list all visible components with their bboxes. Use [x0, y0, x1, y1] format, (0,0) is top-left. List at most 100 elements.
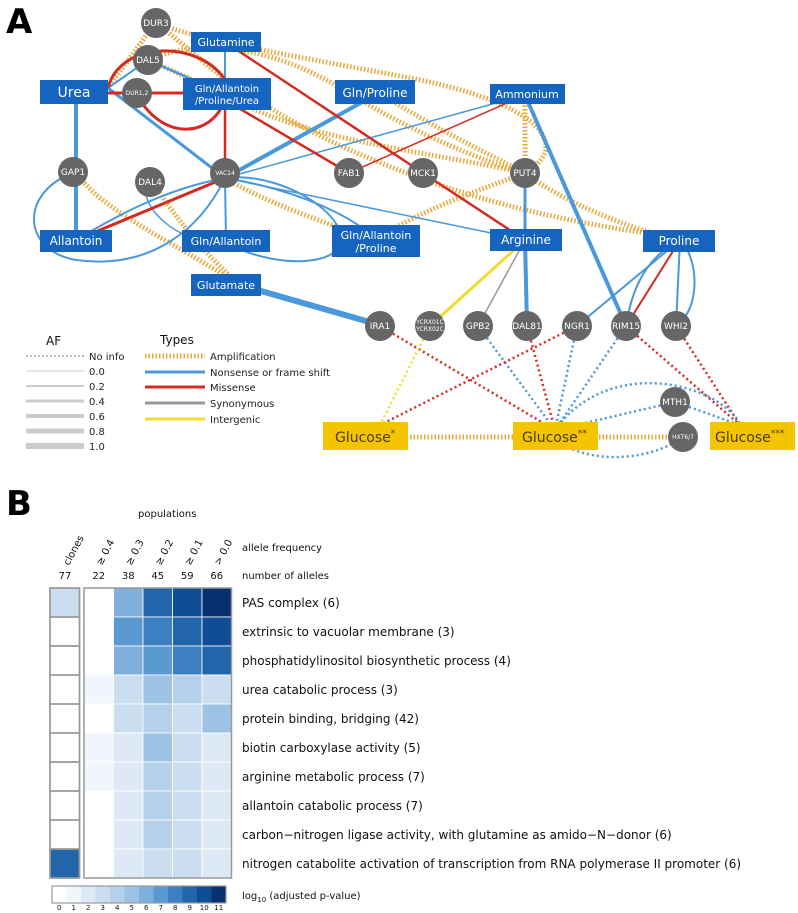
heatmap-cell	[113, 645, 144, 676]
glucose-label-3: Glucose***	[715, 429, 785, 446]
edge-proline-rim15	[625, 239, 681, 327]
edge-dur3-proline	[154, 20, 701, 243]
gene-node-fab1	[334, 158, 364, 188]
heatmap-cell	[142, 790, 173, 821]
gene-node-mck1	[408, 158, 438, 188]
gene-label-mck1: MCK1	[410, 169, 436, 179]
colorbar-tick-label: 11	[214, 904, 223, 912]
panel-a-letter: A	[6, 2, 33, 42]
colorbar-swatch	[139, 886, 154, 903]
legend-af-label-04: 0.4	[89, 397, 105, 408]
gene-label-whi2: WHI2	[664, 322, 688, 332]
legend-af-label-02: 0.2	[89, 382, 105, 393]
edge-glucose2-hxt67	[554, 436, 684, 459]
gene-node-dur3	[141, 8, 171, 38]
edge-gap1-glutamate	[73, 170, 242, 288]
colorbar-tick-label: 0	[57, 904, 61, 912]
gene-label-dal4: DAL4	[138, 178, 162, 188]
gene-node-vac14	[210, 158, 240, 188]
gene-label-rim15: RIM15	[612, 322, 640, 332]
colorbar-border	[51, 885, 227, 904]
gene-node-dal4	[135, 167, 165, 197]
gene-label-gap1: GAP1	[61, 168, 85, 178]
edge-ammonium-rim15	[523, 94, 628, 327]
box-urea	[40, 80, 108, 104]
box-urea-label: Urea	[58, 85, 91, 101]
heatmap-cell	[142, 703, 173, 734]
glucose-label-1: Glucose*	[335, 429, 396, 446]
heatmap-row-label: PAS complex (6)	[242, 596, 340, 610]
gene-node-put4	[510, 158, 540, 188]
gene-node-ira1	[365, 311, 395, 341]
colorbar-swatch	[211, 886, 226, 903]
edge-proline-ngr1	[576, 239, 681, 327]
box-gln-allantoin-proline	[332, 225, 420, 257]
legend-types-title: Types	[159, 333, 194, 347]
legend-types: Types Amplification Nonsense or frame sh…	[145, 333, 330, 426]
heatmap-cell	[201, 616, 232, 647]
heatmap-cell	[49, 819, 80, 850]
legend-af-label-noinfo: No info	[89, 352, 125, 363]
edge-rim15-glucose2	[553, 325, 628, 431]
colorbar-swatch	[124, 886, 139, 903]
heatmap-cell	[201, 790, 232, 821]
gene-label-dal81: DAL81	[512, 322, 541, 332]
heatmap-border	[49, 848, 81, 879]
allele-frequency-label: allele frequency	[242, 543, 322, 554]
heatmap-border	[83, 587, 233, 879]
gene-label-gpb2: GPB2	[466, 322, 490, 332]
edge-glucose2-glucose3-arc	[553, 381, 742, 431]
heatmap-cell	[113, 703, 144, 734]
edge-dur12-glnurea-arc	[134, 92, 227, 131]
heatmap-cell	[142, 761, 173, 792]
population-header: ≥ 0.3	[124, 538, 147, 567]
heatmap-cell	[201, 703, 232, 734]
colorbar	[51, 885, 227, 904]
heatmap-cell	[201, 732, 232, 763]
heatmap-row-label: biotin carboxylase activity (5)	[242, 741, 421, 755]
gene-node-hxt67	[668, 422, 698, 452]
box-gln-allantoin-label: Gln/Allantoin	[191, 235, 262, 248]
box-glutamate	[191, 274, 261, 296]
edge-mck1-arginine	[422, 171, 526, 242]
number-of-alleles-label: number of alleles	[242, 571, 329, 582]
heatmap-cell	[201, 645, 232, 676]
gene-node-gap1	[58, 157, 88, 187]
box-proline	[643, 230, 715, 252]
edge-rim15-glucose3	[625, 325, 741, 426]
gene-label-vac14: VAC14	[215, 170, 235, 177]
gene-label-ycr-2: YCRX02C	[415, 326, 444, 333]
box-proline-label: Proline	[659, 234, 700, 248]
colorbar-swatch	[81, 886, 96, 903]
heatmap-cell	[49, 703, 80, 734]
edge-vac14-allantoin-red	[75, 176, 226, 242]
legend-af: AF No info 0.0 0.2 0.4 0.6 0.8 1.0	[26, 334, 125, 453]
heatmap-cell	[113, 819, 144, 850]
glucose-box-2	[513, 422, 598, 450]
box-glutamate-label: Glutamate	[197, 279, 255, 292]
colorbar-swatch	[110, 886, 125, 903]
heatmap-cell	[172, 645, 203, 676]
edge-glutamine-mck1	[224, 40, 424, 175]
edge-ammonium-vac14	[224, 94, 526, 179]
edge-ycr-glucose1	[378, 325, 432, 426]
heatmap-cell	[49, 616, 80, 647]
population-header: ≥ 0.1	[183, 538, 206, 567]
glucose-box-1	[323, 422, 408, 450]
heatmap-cell	[83, 674, 114, 705]
population-header: ≥ 0.4	[95, 538, 118, 567]
legend-af-label-10: 1.0	[89, 442, 105, 453]
heatmap-cell	[49, 790, 80, 821]
edge-glnurea-fab1	[224, 98, 350, 175]
gene-label-fab1: FAB1	[338, 169, 360, 179]
gene-node-rim15	[611, 311, 641, 341]
clones-count: 77	[59, 571, 72, 582]
heatmap-cell	[172, 790, 203, 821]
heatmap-row-label: carbon−nitrogen ligase activity, with gl…	[242, 828, 672, 842]
heatmap-cell	[49, 848, 80, 879]
heatmap-cell	[172, 819, 203, 850]
gene-node-whi2	[661, 311, 691, 341]
population-count: 59	[181, 571, 194, 582]
edge-ammonium-fab1	[348, 94, 526, 174]
gene-label-ycr-1: YCRX01C	[415, 319, 444, 326]
